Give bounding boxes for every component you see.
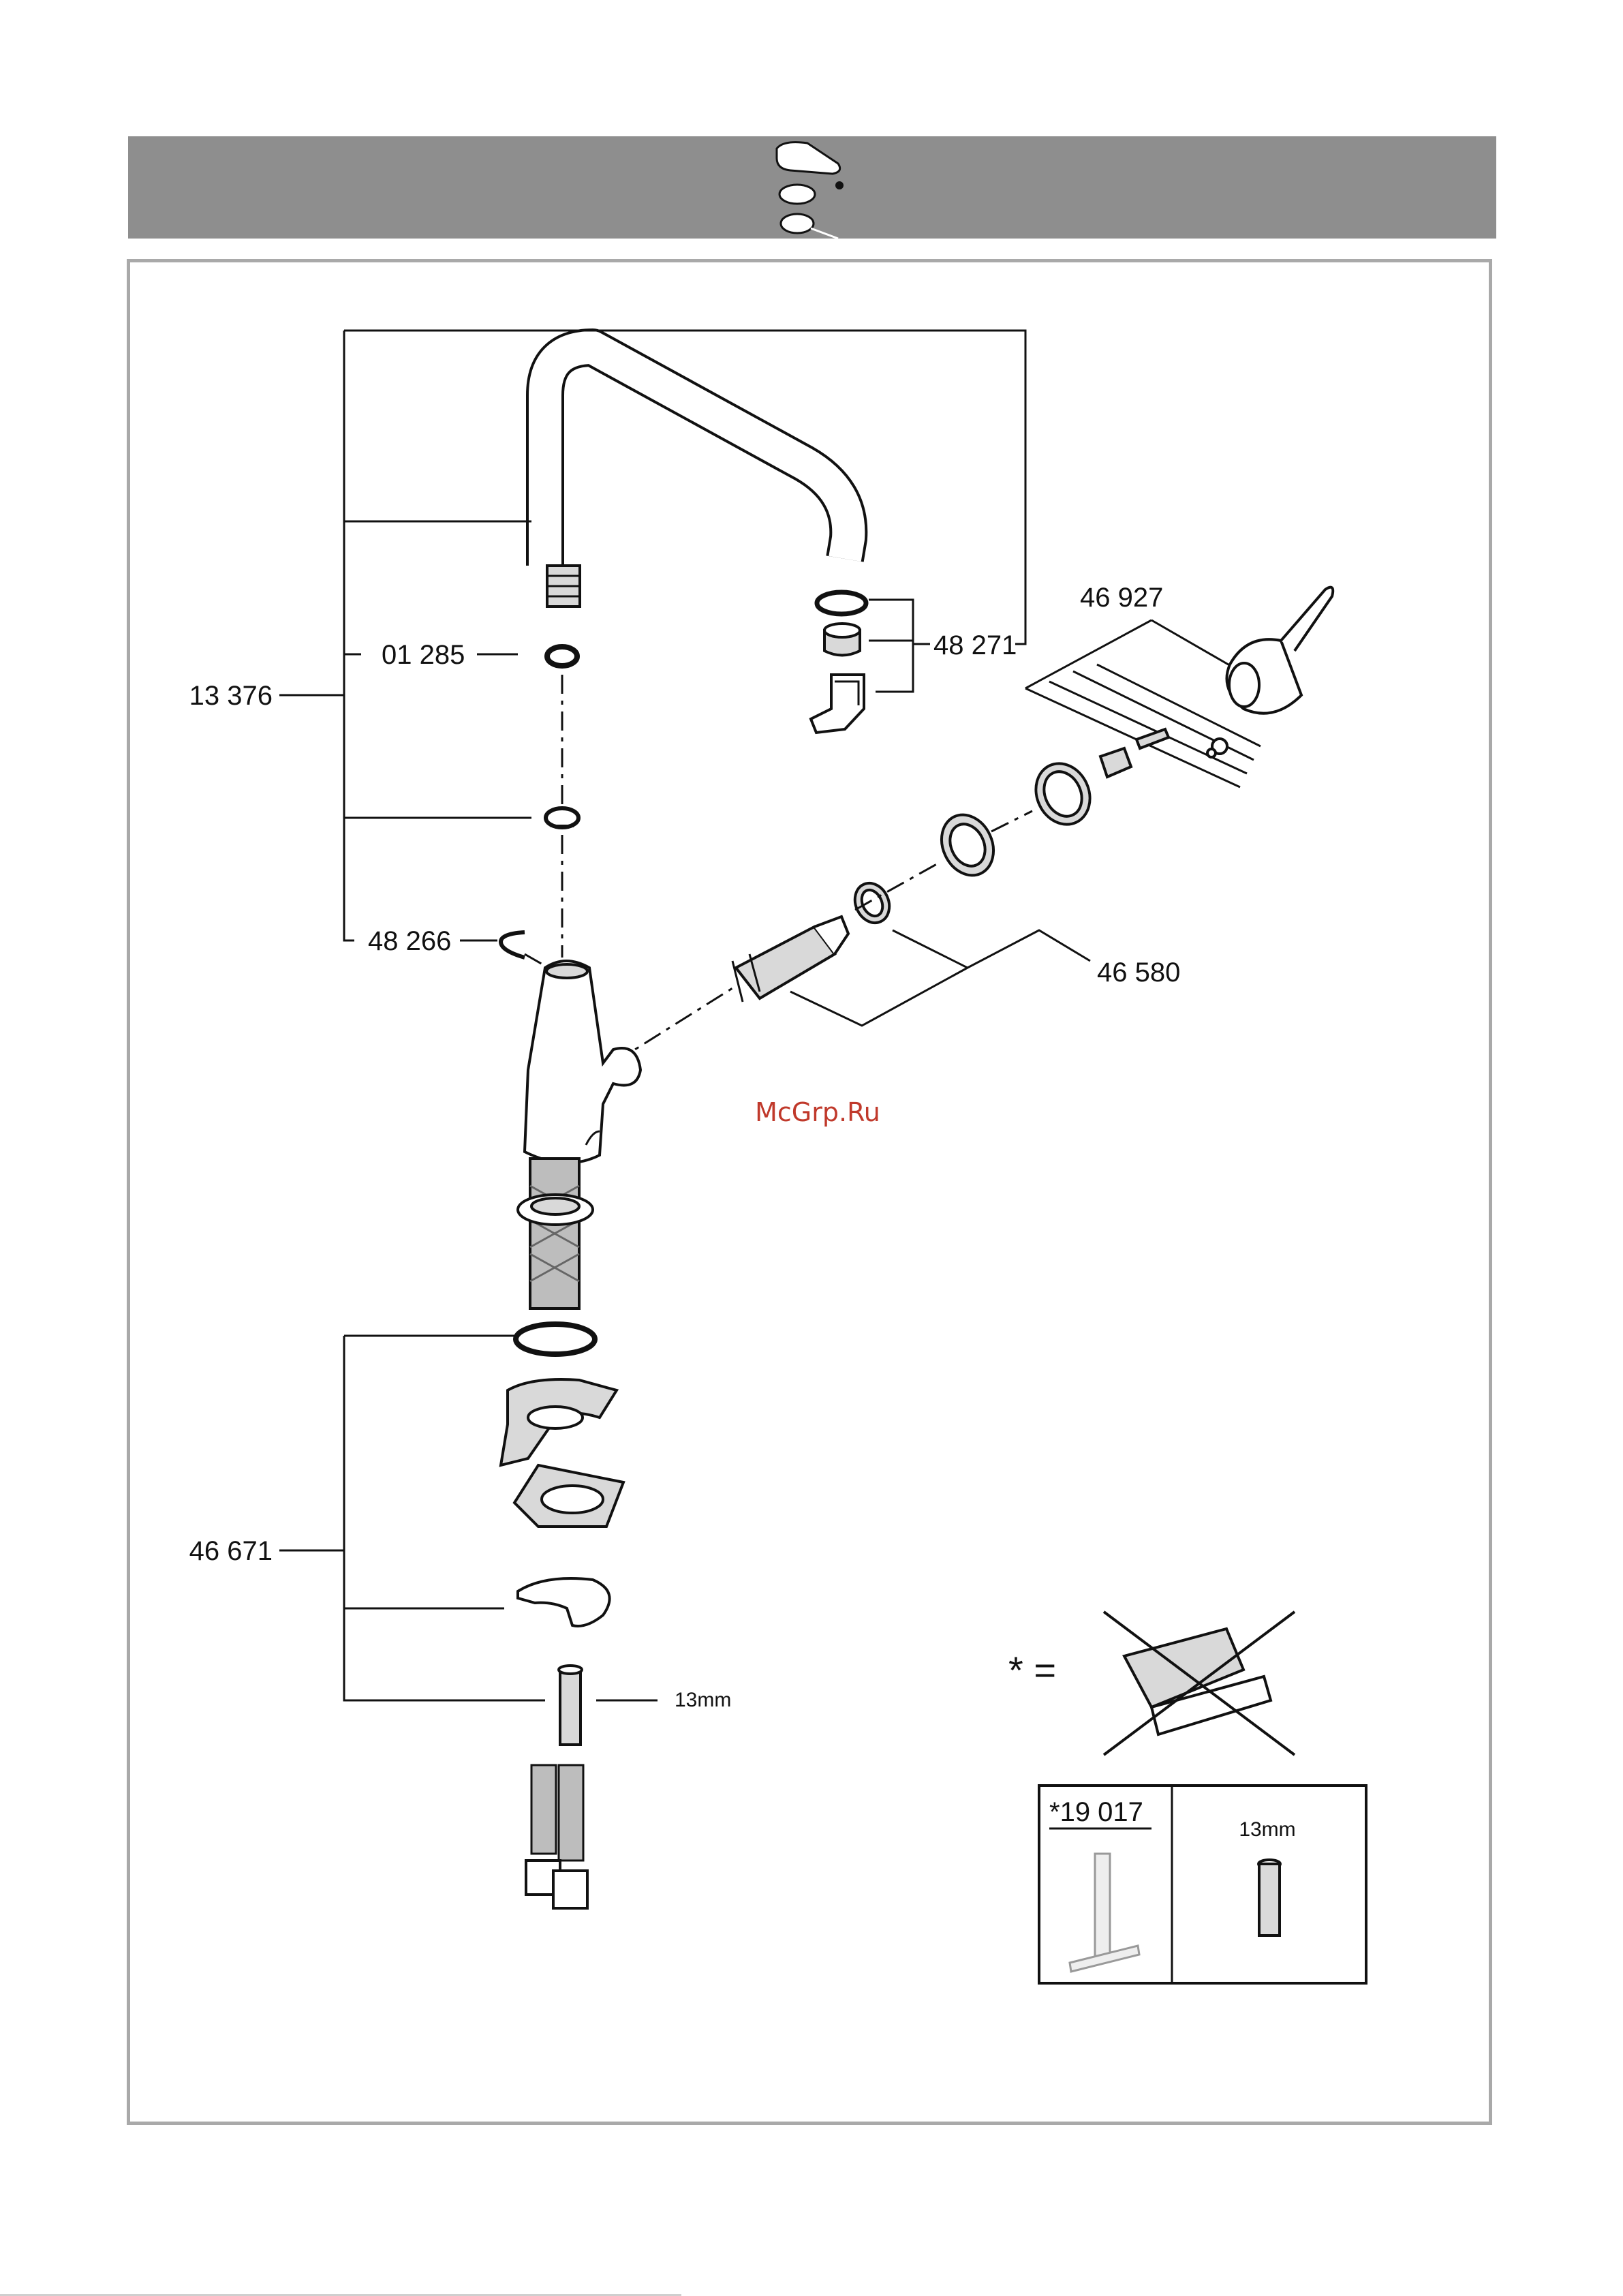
aerator-set xyxy=(811,592,866,733)
part-label-46671: 46 671 xyxy=(189,1536,273,1566)
threaded-rod xyxy=(559,1666,582,1745)
faucet-body xyxy=(525,961,640,1163)
part-label-46580: 46 580 xyxy=(1097,958,1180,988)
star-equals: * = xyxy=(1008,1649,1056,1692)
lever-handle xyxy=(1227,587,1333,714)
part-label-48266: 48 266 xyxy=(368,926,451,956)
tool-code-label: *19 017 xyxy=(1049,1797,1143,1827)
cover-sleeve xyxy=(1026,754,1100,833)
retaining-clip xyxy=(501,932,525,958)
spout-clip xyxy=(546,808,578,827)
supply-hoses-top xyxy=(518,1159,593,1308)
cartridge-nut xyxy=(1100,748,1131,777)
part-label-01285: 01 285 xyxy=(382,640,465,670)
wrench-size-label: 13mm xyxy=(675,1689,731,1711)
part-label-48271: 48 271 xyxy=(933,630,1017,660)
cartridge xyxy=(732,917,848,1002)
part-label-46927: 46 927 xyxy=(1080,583,1163,613)
washer xyxy=(516,1324,595,1354)
spout xyxy=(545,348,848,607)
thrust-ring xyxy=(849,878,896,929)
o-ring xyxy=(547,647,577,666)
supply-hoses-bottom xyxy=(526,1765,587,1908)
mounting-plate xyxy=(514,1465,623,1527)
horseshoe-washer xyxy=(518,1578,610,1626)
part-label-13376: 13 376 xyxy=(189,681,273,711)
grohe-tool-crossed-icon xyxy=(1104,1612,1295,1755)
watermark: McGrp.Ru xyxy=(755,1097,880,1127)
bonnet-nut xyxy=(932,806,1003,884)
socket-icon xyxy=(1258,1860,1280,1935)
tool-box: *19 017 13mm xyxy=(1039,1786,1366,1983)
countertop-section xyxy=(501,1379,617,1465)
faucet-lever-icon xyxy=(777,142,844,239)
tool-size-label: 13mm xyxy=(1239,1818,1295,1841)
